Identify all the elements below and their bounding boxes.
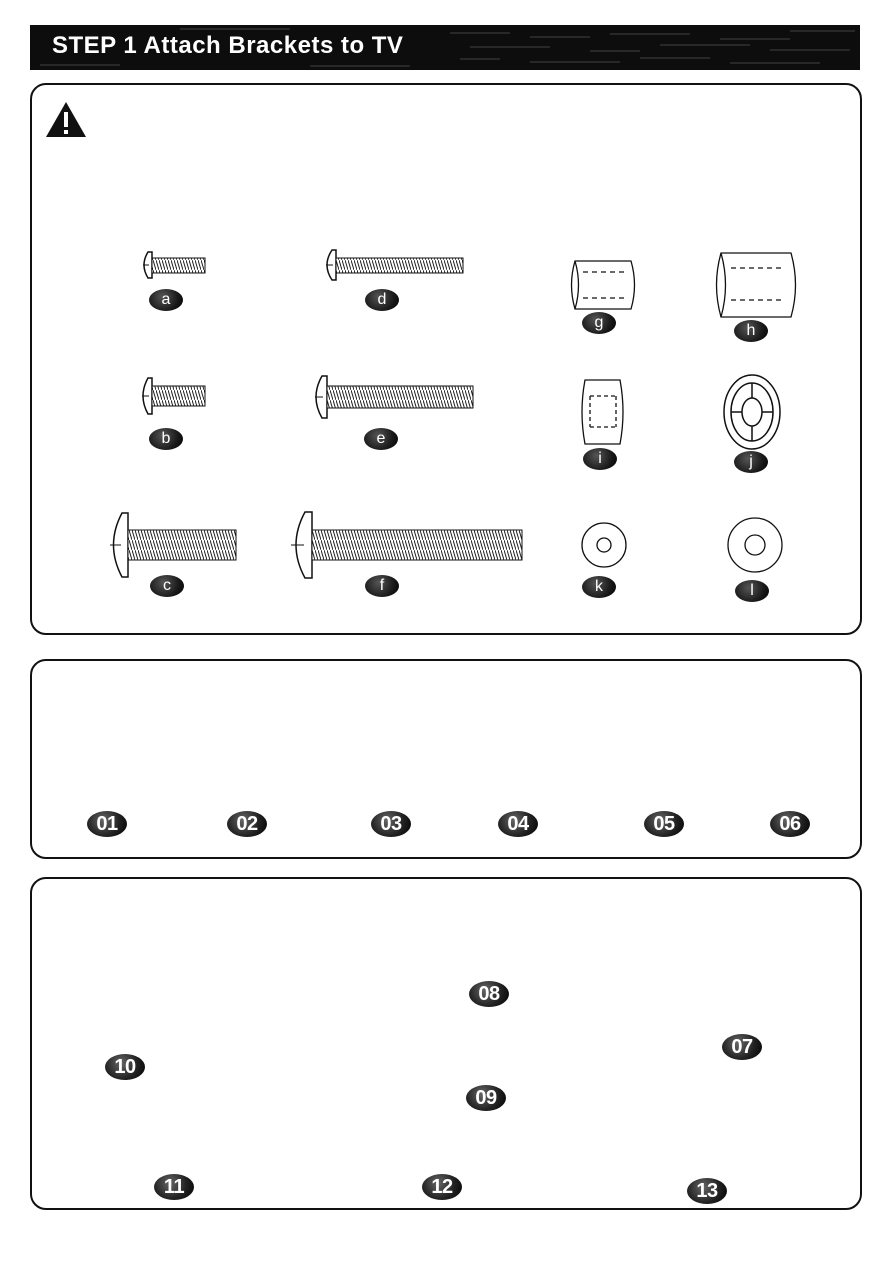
part-label-g: g: [582, 312, 616, 334]
part-number-07: 07: [722, 1034, 762, 1060]
step-header: STEP 1 Attach Brackets to TV: [30, 25, 860, 70]
part-label-j: j: [734, 451, 768, 473]
part-label-b: b: [149, 428, 183, 450]
part-label-f: f: [365, 575, 399, 597]
part-label-d: d: [365, 289, 399, 311]
part-number-04: 04: [498, 811, 538, 837]
part-number-02: 02: [227, 811, 267, 837]
header-texture: [40, 28, 855, 67]
part-number-10: 10: [105, 1054, 145, 1080]
part-number-12: 12: [422, 1174, 462, 1200]
mount-components-panel: [30, 877, 862, 1210]
part-label-c: c: [150, 575, 184, 597]
screw-b-drawing: [142, 377, 206, 415]
part-number-03: 03: [371, 811, 411, 837]
screw-e-drawing: [315, 375, 474, 419]
part-number-01: 01: [87, 811, 127, 837]
washer-l-drawing: [727, 517, 783, 573]
screw-a-drawing: [143, 251, 206, 279]
part-label-l: l: [735, 580, 769, 602]
screw-d-drawing: [326, 249, 464, 281]
part-label-k: k: [582, 576, 616, 598]
part-label-i: i: [583, 448, 617, 470]
part-label-a: a: [149, 289, 183, 311]
part-number-05: 05: [644, 811, 684, 837]
spacer-g-drawing: [570, 260, 636, 310]
spacer-i-drawing: [581, 379, 624, 445]
warning-icon: [46, 102, 86, 137]
part-label-h: h: [734, 320, 768, 342]
washer-j-drawing: [723, 374, 781, 450]
wall-hardware-panel: [30, 659, 862, 859]
part-number-13: 13: [687, 1178, 727, 1204]
page-title: STEP 1 Attach Brackets to TV: [52, 32, 404, 59]
part-label-e: e: [364, 428, 398, 450]
spacer-h-drawing: [715, 252, 797, 318]
screw-c-drawing: [110, 512, 237, 578]
screw-f-drawing: [291, 511, 523, 579]
part-number-06: 06: [770, 811, 810, 837]
part-number-08: 08: [469, 981, 509, 1007]
part-number-11: 11: [154, 1174, 194, 1200]
part-number-09: 09: [466, 1085, 506, 1111]
washer-k-drawing: [581, 522, 627, 568]
